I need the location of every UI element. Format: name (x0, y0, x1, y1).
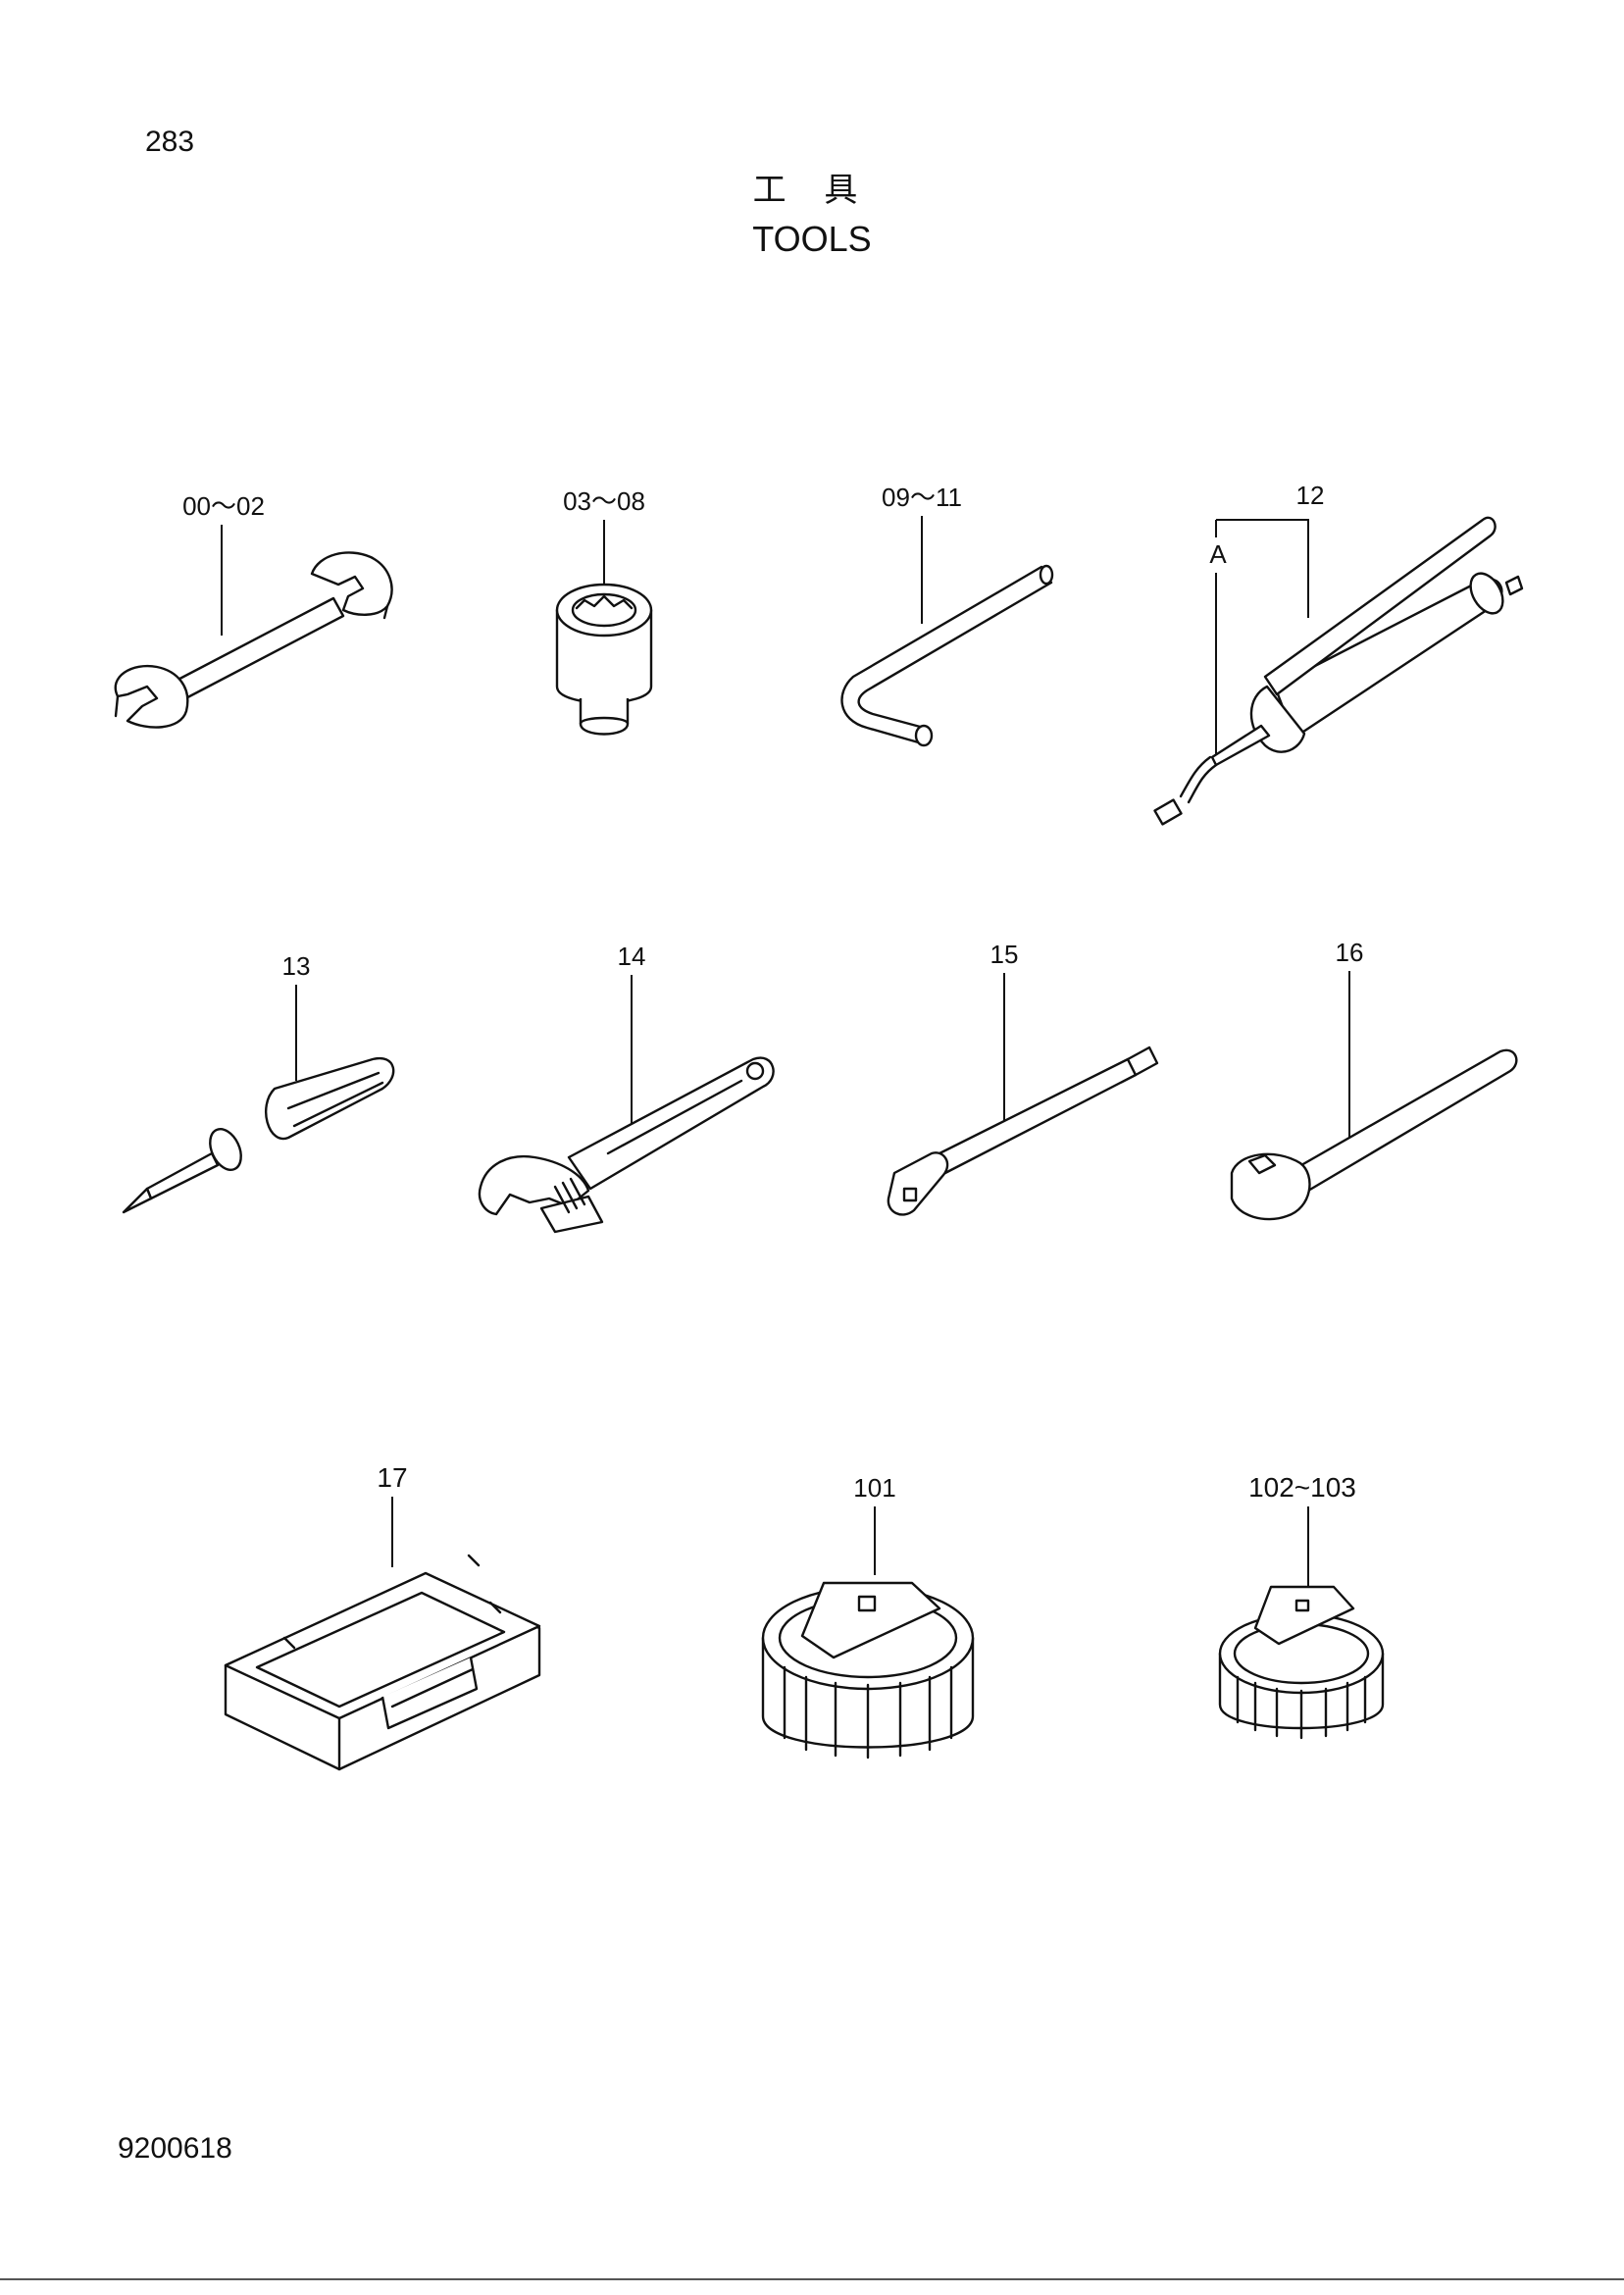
callout-15: 15 (990, 940, 1019, 969)
document-code: 9200618 (118, 2132, 232, 2165)
open-end-wrench: 00～02 (114, 491, 393, 729)
callout-16: 16 (1336, 938, 1364, 967)
page-number: 283 (145, 126, 195, 158)
page-title: 工 具 TOOLS (0, 169, 1624, 263)
callout-102-103: 102~103 (1248, 1472, 1356, 1503)
filter-wrench-small: 102~103 (1218, 1472, 1385, 1740)
ratchet-handle: 16 (1230, 938, 1518, 1221)
callout-12-a: A (1209, 539, 1227, 569)
tool-box: 17 (224, 1462, 541, 1771)
adjustable-wrench: 14 (478, 942, 775, 1234)
callout-13: 13 (282, 951, 311, 981)
callout-17: 17 (377, 1462, 407, 1493)
callout-14: 14 (618, 942, 646, 971)
screwdriver-icon (122, 1056, 395, 1214)
title-japanese: 工 具 (752, 171, 872, 210)
callout-00-02: 00～02 (182, 491, 265, 521)
filter-wrench-large-icon (761, 1581, 975, 1760)
hex-key: 09～11 (840, 483, 1054, 747)
open-end-wrench-icon (114, 551, 393, 729)
callout-09-11: 09～11 (882, 483, 962, 512)
grease-gun: 12 A (1153, 481, 1524, 826)
filter-wrench-small-icon (1218, 1585, 1385, 1740)
grease-gun-icon (1153, 516, 1524, 826)
extension-bar: 15 (887, 940, 1159, 1216)
bottom-divider (0, 2278, 1624, 2280)
socket-icon (555, 583, 653, 736)
leader-line (1216, 519, 1309, 618)
screwdriver: 13 (122, 951, 395, 1214)
ratchet-handle-icon (1230, 1048, 1518, 1221)
adjustable-wrench-icon (478, 1056, 775, 1234)
hex-key-icon (840, 564, 1054, 747)
filter-wrench-large: 101 (761, 1473, 975, 1760)
callout-12: 12 (1296, 481, 1325, 510)
tool-box-icon (224, 1554, 541, 1771)
title-english: TOOLS (752, 219, 872, 259)
callout-101: 101 (853, 1473, 895, 1503)
socket: 03～08 (555, 486, 653, 736)
extension-bar-icon (887, 1046, 1159, 1216)
callout-03-08: 03～08 (563, 486, 645, 516)
